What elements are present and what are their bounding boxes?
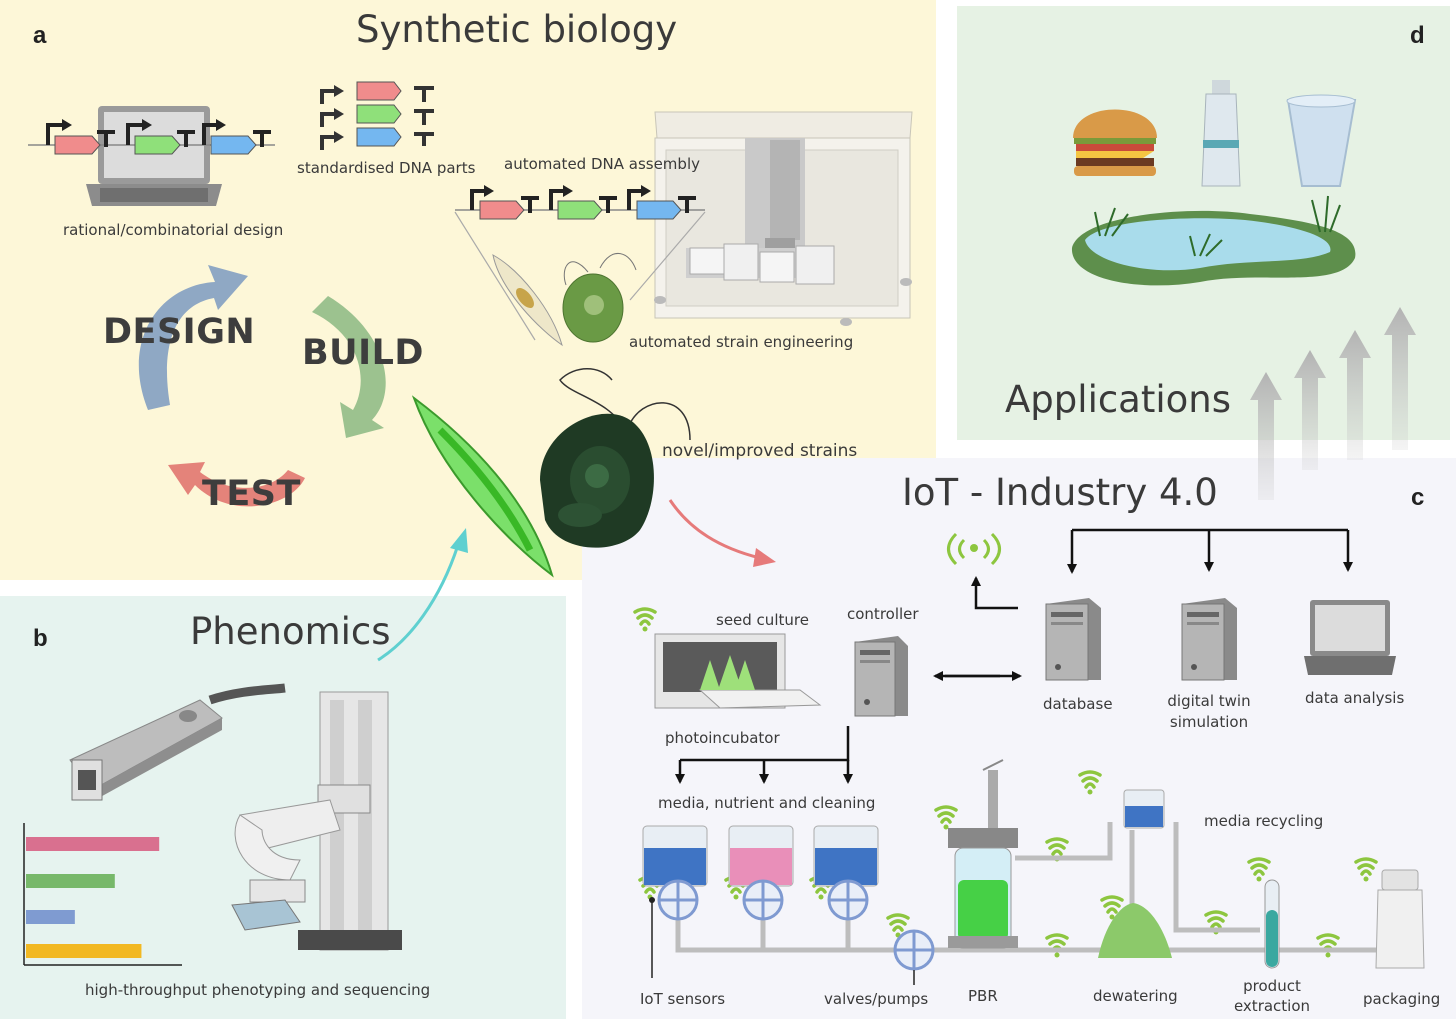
label-dewatering: dewatering: [1093, 987, 1178, 1005]
valve-icon: [827, 879, 869, 921]
dna-construct-design: [28, 119, 275, 155]
valve-icons: [657, 879, 935, 971]
dewatering-icon: [1098, 903, 1172, 958]
cycle-test-label: TEST: [202, 474, 301, 514]
wifi-signal-icon: [1100, 895, 1124, 920]
test-tube-icon: [1264, 879, 1280, 969]
microalgae-icon-small: [562, 252, 637, 343]
wifi-signal-icon: [934, 805, 958, 830]
design-arrow: [138, 265, 248, 410]
dna-construct-assembly: [454, 185, 706, 341]
phenotype-bar: [26, 837, 160, 851]
valve-icon: [657, 879, 699, 921]
dna-parts-icon: [320, 81, 434, 150]
robot-arm-icon: [231, 691, 402, 951]
wifi-signal-icon: [1247, 857, 1271, 882]
server-icon-controller: [854, 636, 908, 717]
wifi-signal-icon: [1078, 770, 1102, 795]
laptop-icon-data-analysis: [1304, 600, 1396, 675]
beaker-icon-2: [728, 825, 794, 887]
panel-a-title: Synthetic biology: [356, 8, 678, 51]
panel-d-title: Applications: [1005, 378, 1232, 421]
cycle-build-label: BUILD: [302, 333, 424, 373]
label-dna-parts: standardised DNA parts: [297, 159, 476, 177]
label-product-line1: product: [1243, 977, 1301, 995]
panel-c-title: IoT - Industry 4.0: [902, 471, 1218, 514]
label-iot-sensors: IoT sensors: [640, 990, 726, 1008]
phenotype-bar: [26, 910, 75, 924]
panel-c-background: [582, 458, 1456, 1019]
wifi-signal-icon: [1316, 933, 1340, 958]
label-digital-twin: digital twin simulation: [1160, 692, 1258, 731]
label-seed-culture: seed culture: [716, 611, 809, 629]
wifi-signal-icon: [886, 913, 910, 938]
wifi-antenna-icon: [947, 532, 1001, 566]
phenotype-bar: [26, 944, 142, 958]
panel-b-letter: b: [33, 625, 48, 652]
cycle-design-label: DESIGN: [103, 312, 256, 352]
beaker-icon-1: [642, 825, 708, 887]
phenotype-bar: [26, 874, 115, 888]
bar-chart-icon: [23, 823, 182, 966]
wifi-signal-icon: [1045, 933, 1069, 958]
label-database: database: [1043, 695, 1113, 713]
camera-sensor-icon: [69, 683, 286, 801]
label-controller: controller: [847, 605, 919, 623]
test-arrow: [168, 462, 305, 507]
wifi-signal-icon: [633, 607, 657, 632]
laptop-icon: [86, 106, 222, 206]
label-valves-pumps: valves/pumps: [824, 990, 929, 1008]
label-dna-assembly: automated DNA assembly: [504, 155, 700, 173]
valve-icon: [893, 929, 935, 971]
photoincubator-icon: [654, 633, 822, 709]
label-rational-design: rational/combinatorial design: [63, 221, 284, 239]
media-recycling-beaker-icon: [1123, 789, 1165, 829]
diatom-icon-large: [411, 395, 554, 578]
pond-icon: [1071, 195, 1356, 286]
panel-c-letter: c: [1411, 484, 1425, 511]
label-media: media, nutrient and cleaning: [658, 794, 876, 812]
phenomics-to-strains-arrow: [377, 544, 460, 662]
label-novel-strains: novel/improved strains: [662, 441, 858, 461]
server-icon-database: [1045, 598, 1101, 681]
panel-b-title: Phenomics: [190, 610, 391, 653]
label-packaging: packaging: [1363, 990, 1441, 1008]
label-strain-engineering: automated strain engineering: [629, 333, 854, 351]
burger-icon: [1073, 109, 1157, 176]
label-digital-twin-line2: simulation: [1169, 713, 1249, 731]
valve-icon: [742, 879, 784, 921]
label-data-analysis: data analysis: [1305, 689, 1405, 707]
application-arrows: [1250, 307, 1416, 500]
diatom-icon: [492, 254, 563, 347]
microalgae-icon: [540, 368, 691, 548]
wifi-signal-icon: [1354, 857, 1378, 882]
build-arrow: [312, 296, 386, 438]
label-product-line2: extraction: [1233, 997, 1311, 1015]
bioreactor-icon: [948, 759, 1018, 949]
server-icon-digital-twin: [1181, 598, 1237, 681]
cup-icon: [1286, 94, 1357, 187]
label-media-recycling: media recycling: [1204, 812, 1324, 830]
label-pbr: PBR: [968, 987, 998, 1005]
panel-d-letter: d: [1410, 22, 1425, 49]
label-digital-twin-line1: digital twin: [1167, 692, 1251, 710]
strain-to-iot-arrow: [668, 499, 761, 560]
beaker-icon-3: [813, 825, 879, 887]
label-product-extraction: product extraction: [1222, 976, 1322, 1016]
label-photoincubator: photoincubator: [665, 729, 780, 747]
panel-a-letter: a: [33, 22, 47, 49]
label-phenotyping: high-throughput phenotyping and sequenci…: [85, 981, 431, 999]
liquid-handler-icon: [654, 111, 913, 326]
bottle-icon: [1375, 869, 1425, 969]
vial-icon: [1201, 80, 1241, 187]
